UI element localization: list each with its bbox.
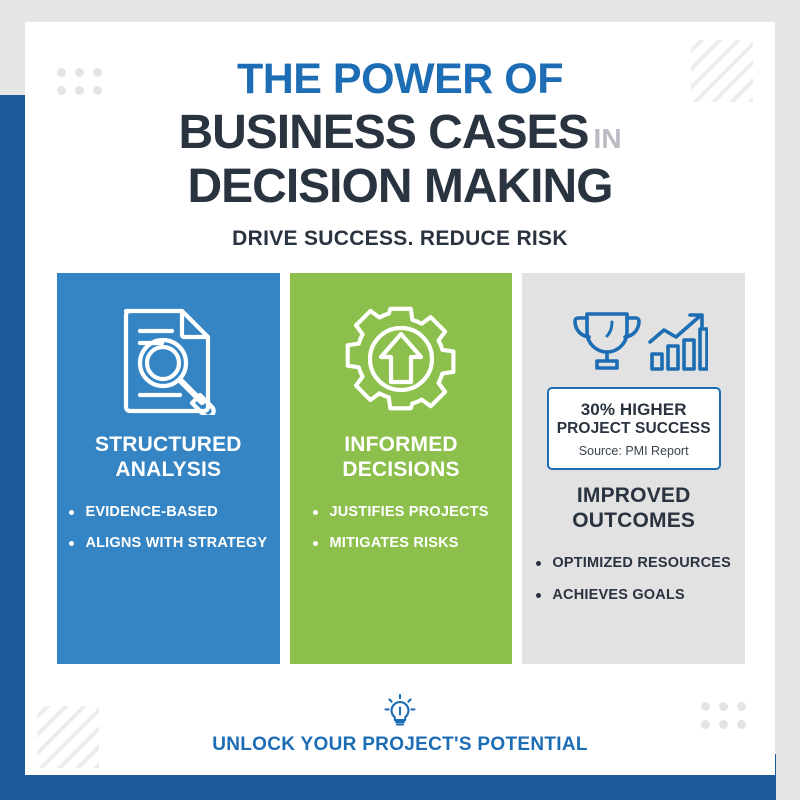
- card-bullets-informed-decisions: JUSTIFIES PROJECTS MITIGATES RISKS: [313, 503, 488, 567]
- card-bullets-improved-outcomes: OPTIMIZED RESOURCES ACHIEVES GOALS: [536, 554, 731, 618]
- card-title-line-2: DECISIONS: [342, 457, 460, 481]
- list-item: JUSTIFIES PROJECTS: [313, 503, 488, 522]
- title-line-3: DECISION MAKING: [187, 160, 613, 213]
- diagonal-stripes-decoration-top-right: [691, 40, 753, 102]
- stat-subtext: PROJECT SUCCESS: [556, 419, 711, 437]
- list-item: ALIGNS WITH STRATEGY: [69, 534, 267, 553]
- diagonal-stripes-decoration-bottom-left: [37, 706, 99, 768]
- lightbulb-idea-icon: [384, 694, 416, 726]
- card-title-line-1: STRUCTURED: [95, 433, 242, 456]
- title-line-2-main: BUSINESS CASES: [178, 106, 589, 159]
- card-improved-outcomes[interactable]: 30% HIGHER PROJECT SUCCESS Source: PMI R…: [522, 273, 746, 664]
- benefit-cards-row: STRUCTURED ANALYSIS EVIDENCE-BASED ALIGN…: [57, 273, 746, 664]
- card-title-line-1: IMPROVED: [576, 484, 691, 508]
- stat-headline: 30% HIGHER: [580, 400, 687, 419]
- card-title-structured-analysis: STRUCTURED ANALYSIS: [95, 433, 242, 483]
- trophy-growth-chart-icon: [560, 309, 708, 373]
- card-title-improved-outcomes: IMPROVED OUTCOMES: [572, 484, 695, 534]
- title-line-1: THE POWER OF: [236, 55, 564, 103]
- document-magnifier-icon: [116, 299, 220, 419]
- dot-grid-decoration-bottom-right: [701, 702, 747, 730]
- footer-callout: UNLOCK YOUR PROJECT'S POTENTIAL: [25, 694, 775, 756]
- status-badge-project-success: 30% HIGHER PROJECT SUCCESS Source: PMI R…: [546, 387, 721, 471]
- card-bullets-structured-analysis: EVIDENCE-BASED ALIGNS WITH STRATEGY: [69, 503, 267, 567]
- stat-source: Source: PMI Report: [578, 444, 689, 459]
- list-item: EVIDENCE-BASED: [69, 503, 267, 522]
- card-title-informed-decisions: INFORMED DECISIONS: [342, 433, 459, 483]
- list-item: OPTIMIZED RESOURCES: [536, 554, 731, 573]
- list-item: ACHIEVES GOALS: [536, 586, 731, 605]
- card-title-line-1: INFORMED: [344, 433, 458, 456]
- title-line-2-suffix: IN: [593, 123, 622, 154]
- subtitle: DRIVE SUCCESS. REDUCE RISK: [232, 227, 568, 250]
- dot-grid-decoration-top-left: [57, 68, 103, 96]
- frame-accent-bar-left: [0, 95, 26, 800]
- gear-arrow-up-icon: [344, 299, 458, 419]
- card-title-line-2: ANALYSIS: [115, 457, 222, 481]
- card-informed-decisions[interactable]: INFORMED DECISIONS JUSTIFIES PROJECTS MI…: [289, 273, 513, 664]
- card-title-line-2: OUTCOMES: [572, 508, 696, 532]
- card-structured-analysis[interactable]: STRUCTURED ANALYSIS EVIDENCE-BASED ALIGN…: [57, 273, 280, 664]
- list-item: MITIGATES RISKS: [313, 534, 488, 553]
- footer-text: UNLOCK YOUR PROJECT'S POTENTIAL: [212, 734, 588, 755]
